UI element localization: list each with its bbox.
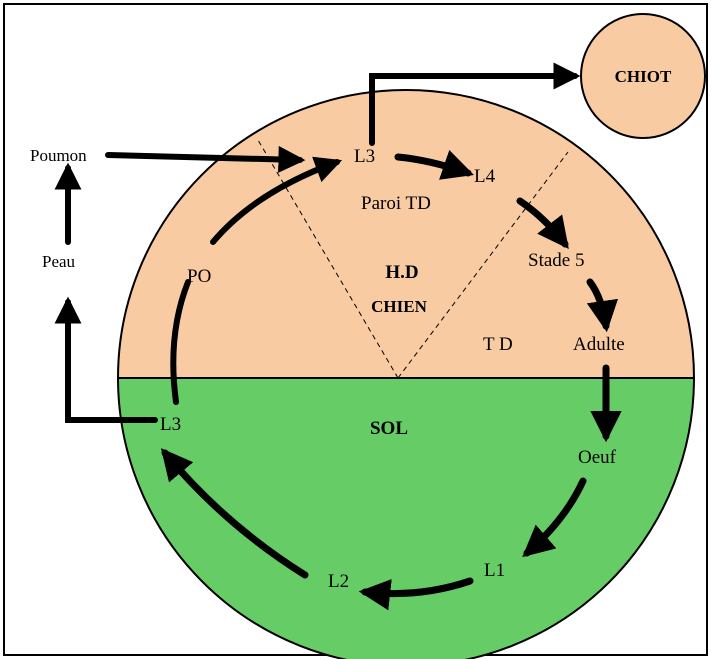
arrow-l3-to-peau [54, 296, 158, 423]
arrow-l1-to-l2 [358, 577, 474, 611]
label-poumon: Poumon [30, 146, 87, 165]
arrows [54, 62, 622, 611]
label-td: T D [483, 334, 513, 355]
label-l1: L1 [484, 560, 505, 581]
label-l4: L4 [474, 166, 496, 187]
label-paroi-td: Paroi TD [361, 193, 431, 214]
host-region [118, 90, 694, 378]
arrow-l3-to-po [170, 279, 191, 405]
label-peau: Peau [42, 252, 76, 271]
wedge-line-left [257, 139, 399, 379]
label-chiot: CHIOT [615, 67, 672, 86]
label-sol: SOL [370, 418, 408, 439]
arrow-stade5-to-adulte [586, 278, 619, 333]
arrow-po-to-l3 [210, 156, 343, 245]
arrow-oeuf-to-l1 [522, 477, 587, 558]
soil-region [118, 378, 694, 659]
wedge-line-right [397, 151, 569, 379]
label-stade5: Stade 5 [528, 250, 584, 271]
arrow-l4-to-stade5 [516, 197, 569, 249]
label-chien: CHIEN [371, 297, 427, 316]
label-l2: L2 [328, 571, 349, 592]
arrow-poumon-to-l3 [105, 145, 306, 173]
label-oeuf: Oeuf [578, 447, 617, 468]
arrow-l3-to-chiot [369, 62, 581, 146]
label-l3-top: L3 [354, 146, 375, 167]
arrow-l3-to-l4 [394, 149, 474, 180]
label-adulte: Adulte [573, 334, 625, 355]
label-l3-left: L3 [160, 414, 181, 435]
puppy-circle [580, 13, 706, 139]
label-po: PO [187, 266, 211, 287]
arrow-l2-to-l3 [160, 448, 309, 579]
label-hd: H.D [385, 262, 418, 283]
